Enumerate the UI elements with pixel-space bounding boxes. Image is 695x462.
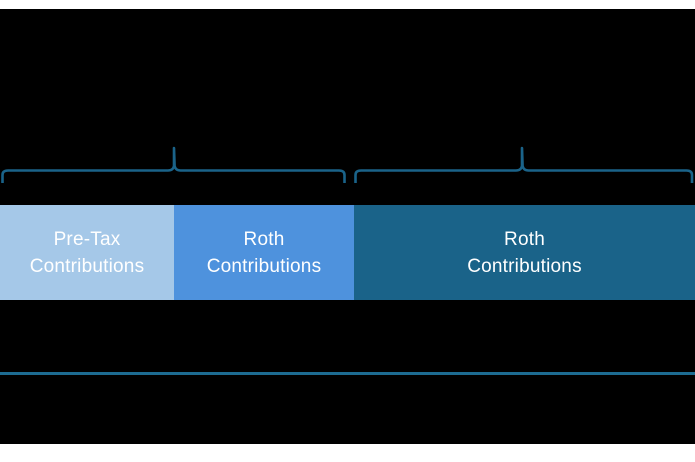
- bar-segment-label-line1: Pre-Tax: [53, 228, 121, 250]
- bar-segment-label-line1: Roth: [243, 228, 285, 250]
- bar-segment-roth-contributions-mid[interactable]: Roth Contributions: [174, 205, 354, 300]
- bar-segment-label-line2: Contributions: [29, 255, 145, 277]
- left-brace-icon: [1, 146, 346, 183]
- stacked-bar: Pre-Tax Contributions Roth Contributions…: [0, 205, 695, 300]
- bar-segment-label-line2: Contributions: [467, 255, 582, 277]
- letterbox-bottom: [0, 444, 695, 462]
- bar-segment-pre-tax-contributions[interactable]: Pre-Tax Contributions: [0, 205, 174, 300]
- letterbox-top: [0, 0, 695, 9]
- baseline-rule: [0, 372, 695, 375]
- right-brace-icon: [354, 146, 694, 183]
- bar-segment-roth-contributions-right[interactable]: Roth Contributions: [354, 205, 695, 300]
- brace-group: [1, 146, 694, 183]
- bar-segment-label-line2: Contributions: [206, 255, 322, 277]
- bar-segment-label-line1: Roth: [504, 228, 545, 250]
